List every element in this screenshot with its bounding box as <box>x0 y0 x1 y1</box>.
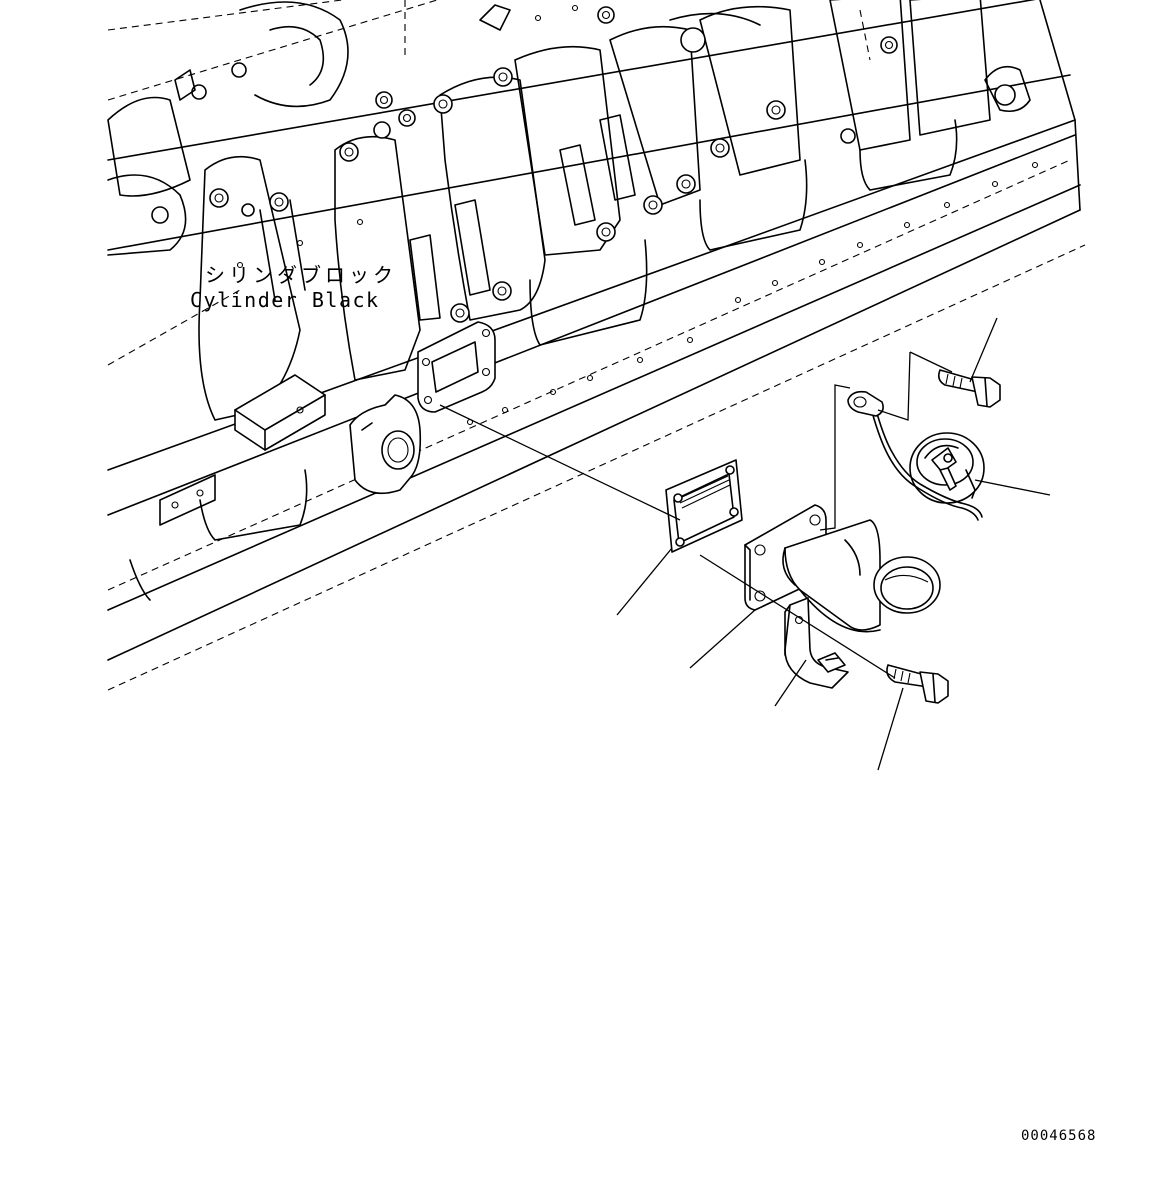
bracket-part <box>784 597 849 689</box>
leader-lines <box>439 317 1051 771</box>
cap-with-chain <box>847 390 985 521</box>
block-label-en: Cylinder Black <box>190 288 380 312</box>
bolt-lower <box>886 664 949 704</box>
bolt-upper <box>938 369 1001 408</box>
block-label-jp: シリンダブロック <box>205 263 397 287</box>
gasket-part <box>665 459 743 553</box>
drawing-number: 00046568 <box>1021 1128 1096 1144</box>
cylinder-block <box>107 0 1086 691</box>
elbow-pipe-part <box>744 504 941 633</box>
